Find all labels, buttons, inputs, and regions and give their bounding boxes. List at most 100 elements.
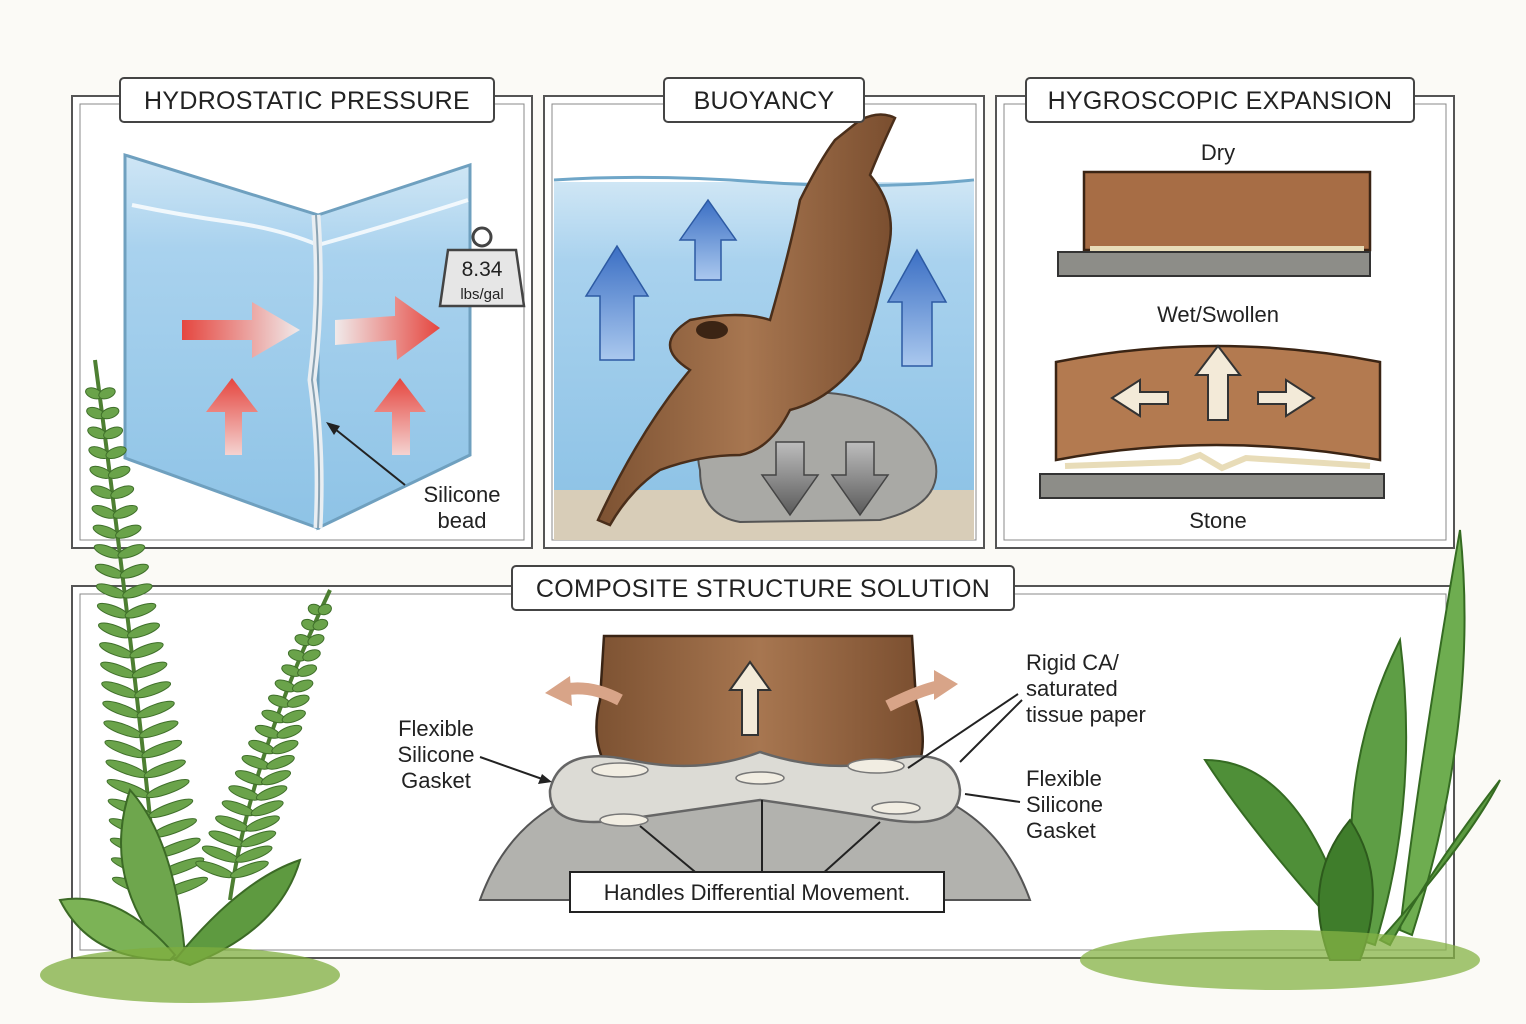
- panel-composite-title: COMPOSITE STRUCTURE SOLUTION: [536, 575, 990, 603]
- fern-leaflet: [115, 524, 142, 539]
- fern-leaflet: [117, 544, 146, 559]
- driftwood-knot: [696, 321, 728, 339]
- right-gasket-callout-line: [964, 793, 1021, 803]
- stump-arrow-left-head: [545, 676, 572, 706]
- wet-label: Wet/Swollen: [1157, 302, 1279, 327]
- fern-leaflet: [143, 759, 186, 779]
- fern-leaflet: [107, 465, 131, 479]
- right-gasket-label-line2: Silicone: [1026, 792, 1103, 817]
- expansion-arrow-up: [1193, 344, 1243, 421]
- left-gasket-callout-head: [538, 774, 552, 784]
- panel-buoyancy-title-box: [663, 77, 865, 123]
- ca-patch-bottom-left: [599, 813, 649, 827]
- caption-box: [569, 871, 945, 913]
- fern-leaflet: [131, 661, 168, 679]
- water-surface-right: [317, 198, 469, 247]
- fern-leaflet: [112, 504, 138, 519]
- ca-patch-bottom-right: [871, 801, 921, 815]
- fern-leaflet: [127, 622, 160, 639]
- silicone-callout-arrowhead: [326, 422, 340, 435]
- fern-leaflet: [261, 770, 292, 786]
- fern-leaflet: [119, 563, 149, 579]
- panel-hygroscopic-title: HYGROSCOPIC EXPANSION: [1048, 87, 1393, 115]
- wet-stone-slab: [1039, 473, 1385, 499]
- composite-stump: [595, 634, 924, 772]
- pressure-arrow-left: [182, 302, 300, 358]
- fern-leaflet: [138, 720, 179, 739]
- left-gasket-label-line3: Gasket: [401, 768, 471, 793]
- cracked-adhesive-layer: [1064, 451, 1371, 472]
- fern-leaflet: [146, 779, 190, 799]
- gravity-arrow-left: [760, 441, 820, 517]
- rigid-label-line3: tissue paper: [1026, 702, 1146, 727]
- left-gasket-label-line1: Flexible: [398, 716, 474, 741]
- panel-hygroscopic: Dry Wet/Swollen Stone HYGROSCOPIC EXPANS…: [995, 77, 1455, 549]
- fern-leaflet: [302, 649, 321, 662]
- stump-arrow-right-head: [934, 670, 958, 700]
- ca-patch-center: [735, 771, 785, 785]
- fern-leaflet: [105, 446, 127, 460]
- fern-leaflet: [235, 845, 273, 863]
- fern-leaflet: [124, 602, 157, 619]
- panel-hydrostatic-title: HYDROSTATIC PRESSURE: [144, 87, 470, 115]
- fern-leaflet: [271, 739, 299, 755]
- dry-label: Dry: [1201, 140, 1235, 165]
- pressure-arrow-up-right: [374, 378, 426, 455]
- fern-leaflet: [250, 800, 284, 817]
- fern-leaflet: [255, 785, 288, 801]
- buoyancy-arrow-right: [886, 248, 948, 367]
- fern-leaflet: [240, 830, 277, 848]
- right-gasket-label-line3: Gasket: [1026, 818, 1096, 843]
- fern-leaflet: [312, 618, 329, 631]
- pressure-arrow-up-left: [206, 378, 258, 455]
- buoyancy-arrow-middle: [678, 198, 738, 281]
- left-gasket-label-line2: Silicone: [397, 742, 474, 767]
- buoyancy-water-surface: [553, 175, 975, 188]
- silicone-callout-line: [329, 424, 406, 486]
- weight-icon: [438, 226, 526, 308]
- stump-arrow-up: [728, 660, 772, 736]
- rigid-callout-line-1: [907, 693, 1019, 769]
- fern-leaflet: [110, 485, 135, 499]
- rigid-label-line1: Rigid CA/: [1026, 650, 1120, 675]
- fern-leaflet: [129, 642, 164, 659]
- fern-leaflet: [317, 603, 332, 616]
- stone-label: Stone: [1189, 508, 1247, 533]
- caption-text: Handles Differential Movement.: [604, 880, 911, 905]
- ca-patch-top-right: [847, 758, 905, 774]
- fern-leaflet: [291, 679, 314, 693]
- foliage-right-plant: [1080, 529, 1501, 990]
- fern-leaflet: [103, 426, 124, 440]
- dry-stone-slab: [1057, 251, 1371, 277]
- silicone-bead-outline: [310, 214, 321, 529]
- fern-leaflet: [307, 634, 325, 647]
- expansion-arrow-right: [1257, 378, 1316, 418]
- dry-wood-block: [1082, 170, 1372, 252]
- panel-hydrostatic: 8.34 lbs/gal Silicone bead HYDROSTATIC P…: [71, 77, 533, 549]
- weight-value: 8.34: [462, 258, 503, 281]
- silicone-label-line2: bead: [438, 508, 487, 533]
- fern-leaflet: [281, 709, 306, 724]
- fern-leaflet: [297, 664, 318, 677]
- water-surface-left: [131, 203, 319, 247]
- buoyancy-driftwood: [596, 113, 897, 527]
- fern-leaflet: [230, 860, 269, 879]
- left-gasket-callout-line: [479, 756, 546, 781]
- fern-leaflet: [136, 700, 175, 719]
- pressure-arrow-right: [335, 296, 440, 360]
- caption-callout-left: [639, 825, 701, 877]
- fern-leaflet: [286, 694, 310, 708]
- buoyancy-arrow-left: [584, 244, 650, 361]
- fern-leaflet: [98, 387, 116, 400]
- panel-buoyancy-title: BUOYANCY: [694, 87, 835, 115]
- fern-leaflet: [276, 724, 303, 739]
- panel-hydrostatic-title-box: [119, 77, 495, 123]
- fern-leaflet: [100, 406, 120, 420]
- fern-leaflet: [245, 815, 280, 832]
- dry-adhesive-layer: [1090, 246, 1364, 252]
- fern-leaflet: [266, 755, 295, 770]
- caption-callout-right: [819, 821, 881, 877]
- ca-patch-top-left: [591, 762, 649, 778]
- weight-unit: lbs/gal: [460, 286, 503, 303]
